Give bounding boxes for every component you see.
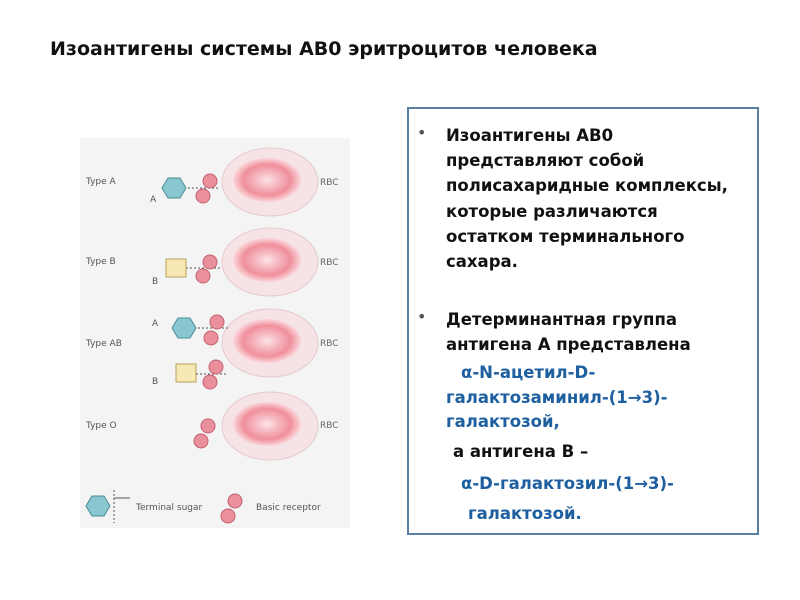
antigen-a-line-1: α-N-ацетил-D- <box>461 363 596 382</box>
antigen-b-line-1: α-D-галактозил-(1→3)- <box>461 474 674 493</box>
type-a-label: Type A <box>85 177 117 187</box>
rbc-label: RBC <box>320 178 339 188</box>
rbc-core <box>233 402 301 446</box>
receptor-circle-icon <box>208 359 224 375</box>
bullet-1-text: Изоантигены АВ0 представляют собой полис… <box>446 126 728 272</box>
bullet-2-intro: Детерминантная группа антигена А предста… <box>446 310 691 355</box>
basic-receptor-legend-icon <box>227 493 243 509</box>
receptor-circle-icon <box>203 330 219 346</box>
sugar-b-label: B <box>152 277 158 287</box>
diagram-svg: Type A RBC A Type B RBC B Type AB <box>85 147 339 524</box>
type-b-label: Type B <box>85 257 116 267</box>
receptor-circle-icon <box>202 254 218 270</box>
bullet-icon: • <box>417 123 427 142</box>
sugar-b-label: B <box>152 377 158 387</box>
terminal-sugar-hexagon-icon <box>161 177 187 199</box>
slide-title: Изоантигены системы АВ0 эритроцитов чело… <box>50 38 598 60</box>
receptor-circle-icon <box>200 418 216 434</box>
terminal-sugar-legend-icon <box>85 495 111 517</box>
abo-antigen-diagram: Type A RBC A Type B RBC B Type AB <box>80 138 350 528</box>
bullet-icon: • <box>417 307 427 326</box>
row-type-b: Type B RBC B <box>85 227 339 297</box>
receptor-circle-icon <box>195 188 211 204</box>
rbc-label: RBC <box>320 421 339 431</box>
terminal-sugar-hexagon-icon <box>171 317 197 339</box>
terminal-sugar-square-icon <box>165 258 187 278</box>
antigen-a-line-3: галактозой, <box>446 412 560 431</box>
legend-terminal-sugar: Terminal sugar <box>135 503 203 513</box>
type-ab-label: Type AB <box>85 339 122 349</box>
rbc-core <box>233 238 301 282</box>
receptor-circle-icon <box>193 433 209 449</box>
receptor-circle-icon <box>202 374 218 390</box>
legend-basic-receptor: Basic receptor <box>256 503 321 513</box>
row-type-o: Type O RBC <box>85 391 339 461</box>
basic-receptor-legend-icon <box>220 508 236 524</box>
text-box: • Изоантигены АВ0 представляют собой пол… <box>407 107 759 535</box>
antigen-b-line-2: галактозой. <box>468 504 582 523</box>
receptor-circle-icon <box>195 268 211 284</box>
sugar-a-label: A <box>152 319 159 329</box>
terminal-sugar-square-icon <box>175 363 197 383</box>
receptor-circle-icon <box>202 173 218 189</box>
rbc-core <box>233 319 301 363</box>
row-type-ab: Type AB RBC A B <box>85 308 339 390</box>
type-o-label: Type O <box>85 421 117 431</box>
antigen-a-line-2: галактозаминил-(1→3)- <box>446 388 668 407</box>
sugar-a-label: A <box>150 195 157 205</box>
rbc-label: RBC <box>320 258 339 268</box>
receptor-circle-icon <box>209 314 225 330</box>
row-type-a: Type A RBC A <box>85 147 339 217</box>
legend: Terminal sugar Basic receptor <box>85 490 321 524</box>
rbc-core <box>233 158 301 202</box>
rbc-label: RBC <box>320 339 339 349</box>
antigen-b-intro: а антигена В – <box>453 442 589 461</box>
